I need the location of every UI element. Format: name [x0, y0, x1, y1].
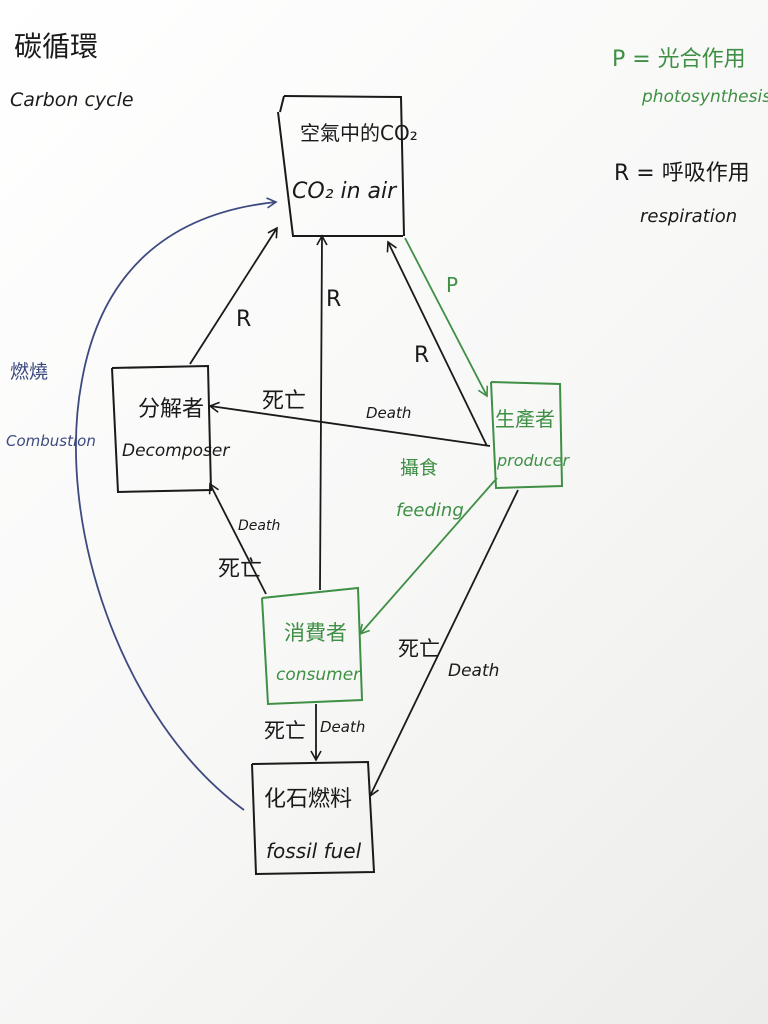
label-r-producer: R — [414, 343, 429, 368]
arrow-air-to-producer — [404, 237, 489, 398]
label-r-consumer: R — [326, 287, 341, 312]
label-death-en-fossil: Death — [320, 718, 365, 736]
arrow-fossil-to-air-combustion — [75, 197, 278, 811]
fossil-label-cn: 化石燃料 — [264, 787, 352, 812]
legend-r-cn: R = 呼吸作用 — [614, 161, 750, 186]
label-feeding-en: feeding — [396, 500, 464, 521]
node-consumer: 消費者 consumer — [261, 586, 364, 706]
label-death-cn-producer-fossil: 死亡 — [398, 637, 440, 661]
legend-r-en: respiration — [640, 206, 737, 227]
label-death-en-producer-fossil: Death — [448, 661, 499, 681]
title-cn: 碳循環 — [14, 30, 98, 63]
air-label-cn: 空氣中的CO₂ — [300, 121, 418, 145]
legend-p-cn: P = 光合作用 — [612, 47, 746, 72]
arrow-consumer-to-air — [316, 234, 328, 591]
air-label-en: CO₂ in air — [292, 179, 398, 204]
node-co2-in-air: 空氣中的CO₂ CO₂ in air — [277, 95, 418, 237]
label-combustion-en: Combustion — [6, 432, 96, 450]
arrow-producer-to-air — [386, 240, 488, 447]
title-en: Carbon cycle — [10, 89, 134, 111]
arrow-producer-to-consumer — [358, 477, 498, 636]
decomposer-label-en: Decomposer — [122, 441, 230, 461]
node-producer: 生產者 producer — [490, 381, 570, 490]
producer-label-en: producer — [496, 451, 570, 470]
label-feeding-cn: 攝食 — [400, 457, 438, 479]
decomposer-label-cn: 分解者 — [138, 397, 204, 422]
arrow-decomposer-to-air — [189, 226, 278, 365]
arrow-consumer-to-decomposer — [208, 482, 267, 595]
label-p-photosynthesis: P — [446, 273, 458, 297]
arrow-producer-to-decomposer — [208, 401, 491, 447]
consumer-label-cn: 消費者 — [284, 621, 347, 645]
arrow-producer-to-fossil — [368, 489, 519, 798]
label-combustion-cn: 燃燒 — [10, 361, 48, 383]
label-r-decomposer: R — [236, 307, 251, 332]
node-decomposer: 分解者 Decomposer — [111, 364, 230, 494]
fossil-label-en: fossil fuel — [266, 839, 362, 863]
label-death-cn-fossil: 死亡 — [264, 719, 306, 743]
legend-p-en: photosynthesis — [641, 87, 768, 107]
label-death-en-consumer: Death — [238, 518, 280, 534]
consumer-label-en: consumer — [276, 665, 361, 685]
producer-label-cn: 生產者 — [495, 407, 555, 431]
label-death-cn-producer: 死亡 — [262, 389, 306, 414]
label-death-en-producer: Death — [366, 404, 411, 422]
label-death-cn-consumer: 死亡 — [218, 557, 262, 582]
node-fossil-fuel: 化石燃料 fossil fuel — [251, 760, 376, 876]
